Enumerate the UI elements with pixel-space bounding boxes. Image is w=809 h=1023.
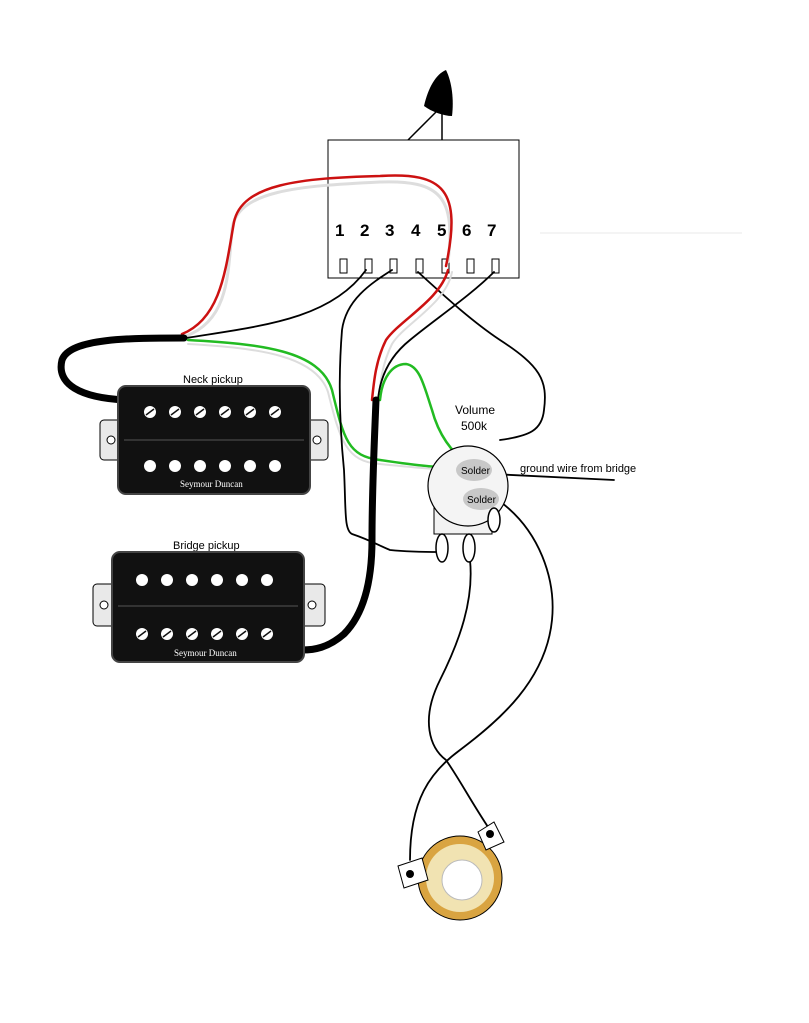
wire-terminal-5-red — [370, 268, 450, 402]
neck-bottom-pole-4 — [219, 460, 231, 472]
neck-top-pole-slot-2 — [170, 408, 180, 416]
bridge-top-pole-5 — [236, 574, 248, 586]
output-jack-hole — [441, 859, 483, 901]
bridge-pickup-screw-left — [99, 600, 109, 610]
bridge-bottom-pole-slot-1 — [137, 630, 147, 638]
neck-top-pole-slot-3 — [195, 408, 205, 416]
wire-terminal-6 — [377, 271, 495, 401]
volume-pot-lug-middle — [462, 533, 476, 563]
terminal-lug-3 — [389, 258, 398, 274]
neck-top-pole-slot-1 — [145, 408, 155, 416]
wire-volume-to-jack-ground — [409, 499, 554, 861]
switch-lever-tip — [424, 70, 453, 116]
neck-top-pole-slot-4 — [220, 408, 230, 416]
bridge-top-pole-1 — [136, 574, 148, 586]
neck-pickup: Neck pickup — [99, 374, 329, 495]
volume-pot: Volume 500k Solder Solder ground wire fr… — [427, 403, 636, 563]
wire-volume-to-jack-tip — [427, 559, 491, 831]
terminal-lug-4 — [415, 258, 424, 274]
wire-neck-green — [186, 338, 472, 470]
neck-bottom-pole-3 — [194, 460, 206, 472]
bridge-pickup-body — [111, 551, 305, 663]
volume-pot-lug-left — [435, 533, 449, 563]
neck-bottom-pole-6 — [269, 460, 281, 472]
neck-bottom-pole-5 — [244, 460, 256, 472]
solder-label-top: Solder — [461, 466, 491, 477]
terminal-lug-1 — [339, 258, 348, 274]
neck-top-pole-slot-5 — [245, 408, 255, 416]
wire-neck-red — [180, 174, 453, 336]
terminal-number-2: 2 — [360, 221, 369, 240]
terminal-number-3: 3 — [385, 221, 394, 240]
neck-pickup-screw-right — [312, 435, 322, 445]
volume-pot-value: 500k — [461, 419, 488, 433]
neck-pickup-label: Neck pickup — [183, 374, 243, 386]
bridge-top-pole-4 — [211, 574, 223, 586]
bridge-bottom-pole-slot-5 — [237, 630, 247, 638]
wire-neck-white — [184, 180, 452, 338]
output-jack-sleeve-hole — [406, 870, 414, 878]
wire-bridge-cable — [298, 396, 380, 654]
bridge-bottom-pole-slot-6 — [262, 630, 272, 638]
bridge-bottom-pole-slot-3 — [187, 630, 197, 638]
output-jack-tip-hole — [486, 830, 494, 838]
volume-pot-solder-top — [456, 459, 492, 481]
terminal-number-5: 5 — [437, 221, 446, 240]
volume-pot-solder-bottom — [463, 488, 499, 510]
bridge-pickup: Bridge pickup — [92, 540, 326, 663]
neck-bottom-pole-1 — [144, 460, 156, 472]
bridge-top-pole-2 — [161, 574, 173, 586]
terminal-number-1: 1 — [335, 221, 344, 240]
wire-bridge-ground — [491, 473, 615, 481]
wire-terminal-3 — [338, 269, 441, 553]
bridge-pickup-brand: Seymour Duncan — [174, 648, 237, 658]
output-jack — [397, 821, 505, 921]
wires — [57, 174, 615, 861]
bridge-bottom-pole-slot-2 — [162, 630, 172, 638]
terminal-lug-2 — [364, 258, 373, 274]
volume-pot-lug-right — [487, 507, 501, 533]
wire-neck-cable — [57, 334, 188, 404]
neck-pickup-screw-left — [106, 435, 116, 445]
terminal-number-4: 4 — [411, 221, 421, 240]
wire-neck-to-terminal-2 — [185, 269, 367, 339]
terminal-lug-7 — [491, 258, 500, 274]
switch-body — [327, 139, 520, 279]
neck-top-pole-slot-6 — [270, 408, 280, 416]
volume-pot-label: Volume — [455, 403, 495, 417]
terminal-number-7: 7 — [487, 221, 496, 240]
bridge-top-pole-3 — [186, 574, 198, 586]
bridge-top-pole-6 — [261, 574, 273, 586]
terminal-lug-6 — [466, 258, 475, 274]
bridge-pickup-label: Bridge pickup — [173, 540, 240, 552]
terminal-number-6: 6 — [462, 221, 471, 240]
wire-bridge-green — [378, 362, 472, 468]
neck-pickup-brand: Seymour Duncan — [180, 479, 243, 489]
bridge-pickup-screw-right — [307, 600, 317, 610]
switch-lever-shaft — [407, 111, 437, 141]
wire-terminal-4 — [417, 271, 546, 441]
pickup-pole-pieces — [136, 406, 281, 640]
bridge-bottom-pole-slot-4 — [212, 630, 222, 638]
neck-bottom-pole-2 — [169, 460, 181, 472]
solder-label-bottom: Solder — [467, 495, 497, 506]
pickup-selector-switch: 1 2 3 4 5 6 7 — [327, 70, 742, 279]
ground-wire-note: ground wire from bridge — [520, 463, 636, 475]
